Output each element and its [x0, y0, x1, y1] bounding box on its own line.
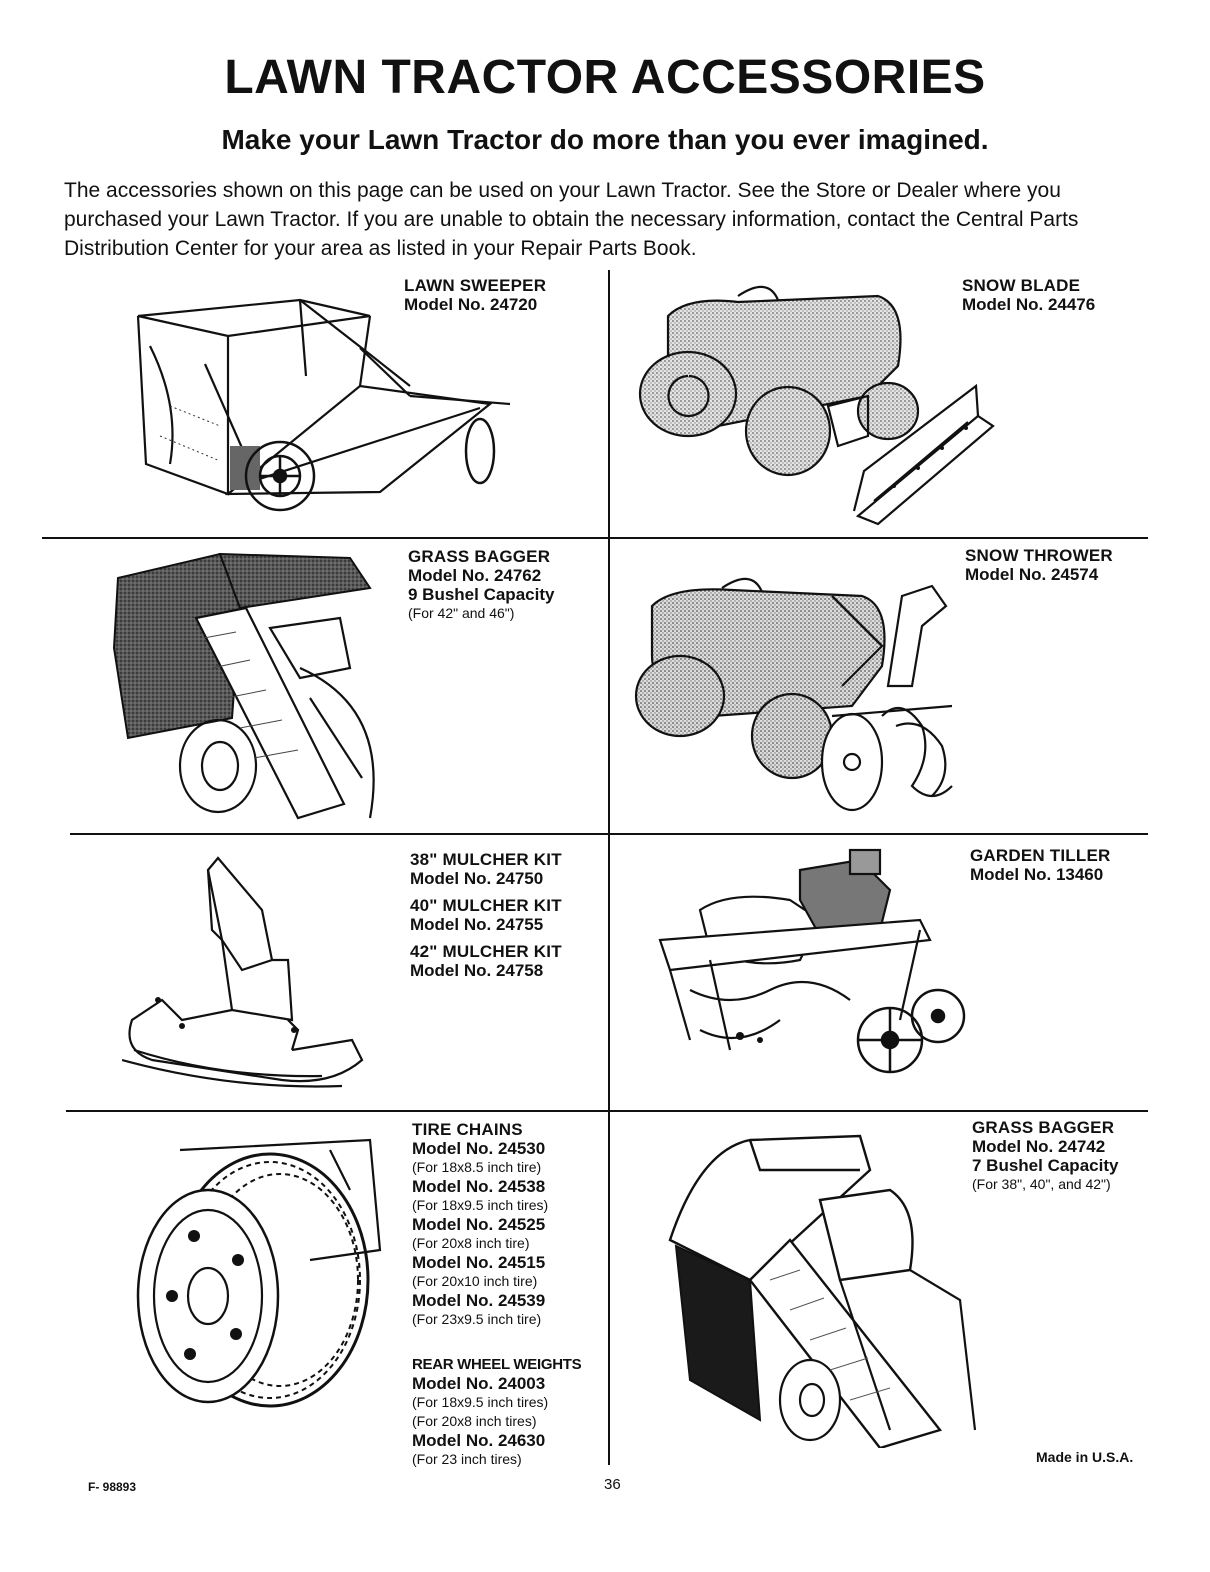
- mulcher-kit-labels: 38" MULCHER KIT Model No. 24750 40" MULC…: [410, 850, 562, 980]
- mulcher-40-model: Model No. 24755: [410, 915, 544, 934]
- mulcher-42-name: 42" MULCHER KIT: [410, 942, 562, 961]
- tire-chain-model-4: Model No. 24515: [412, 1253, 546, 1272]
- tire-chain-note-5: (For 23x9.5 inch tire): [412, 1311, 542, 1327]
- rear-wheel-weights-label: REAR WHEEL WEIGHTS Model No. 24003 (For …: [412, 1355, 582, 1469]
- rear-wheel-weights-name: REAR WHEEL WEIGHTS: [412, 1356, 582, 1373]
- grass-bagger-7-model: Model No. 24742: [972, 1137, 1106, 1156]
- grass-bagger-9-note: (For 42" and 46"): [408, 605, 515, 621]
- row-divider-1: [42, 537, 1148, 539]
- snow-thrower-label: SNOW THROWER Model No. 24574: [965, 546, 1113, 584]
- snow-thrower-illustration: [632, 566, 972, 822]
- garden-tiller-model: Model No. 13460: [970, 865, 1104, 884]
- garden-tiller-illustration: [650, 840, 970, 1100]
- grass-bagger-icon: [112, 552, 375, 820]
- snow-thrower-icon: [634, 577, 953, 812]
- tire-chain-note-2: (For 18x9.5 inch tires): [412, 1197, 549, 1213]
- grass-bagger-7-illustration: [640, 1130, 985, 1448]
- snow-blade-illustration: [628, 276, 998, 526]
- snow-blade-label: SNOW BLADE Model No. 24476: [962, 276, 1095, 314]
- made-in-usa: Made in U.S.A.: [1036, 1449, 1134, 1465]
- mulcher-42-model: Model No. 24758: [410, 961, 544, 980]
- page-title: LAWN TRACTOR ACCESSORIES: [224, 51, 986, 104]
- garden-tiller-name: GARDEN TILLER: [970, 846, 1111, 865]
- lawn-sweeper-icon: [136, 298, 511, 512]
- snow-thrower-model: Model No. 24574: [965, 565, 1099, 584]
- grass-bagger-7-label: GRASS BAGGER Model No. 24742 7 Bushel Ca…: [972, 1118, 1118, 1194]
- snow-blade-model: Model No. 24476: [962, 295, 1096, 314]
- lawn-sweeper-illustration: [110, 286, 520, 526]
- tire-chain-note-4: (For 20x10 inch tire): [412, 1273, 538, 1289]
- tire-chains-name: TIRE CHAINS: [412, 1120, 523, 1139]
- garden-tiller-label: GARDEN TILLER Model No. 13460: [970, 846, 1110, 884]
- rear-wheel-weights-model-a: Model No. 24003: [412, 1374, 546, 1393]
- lawn-sweeper-name: LAWN SWEEPER: [404, 276, 547, 295]
- tire-chain-model-5: Model No. 24539: [412, 1291, 546, 1310]
- center-vertical-divider: [608, 270, 610, 1465]
- page-number: 36: [604, 1476, 621, 1493]
- grass-bagger-7-capacity: 7 Bushel Capacity: [972, 1156, 1119, 1175]
- row-divider-3: [66, 1110, 1148, 1112]
- tire-chains-label: TIRE CHAINS Model No. 24530 (For 18x8.5 …: [412, 1120, 548, 1329]
- mulcher-38-name: 38" MULCHER KIT: [410, 850, 562, 869]
- mulcher-38-model: Model No. 24750: [410, 869, 544, 888]
- tire-chain-icon: [136, 1138, 382, 1408]
- garden-tiller-icon: [658, 848, 966, 1074]
- form-number: F- 98893: [88, 1480, 137, 1494]
- row-divider-2: [70, 833, 1148, 835]
- tire-chain-model-2: Model No. 24538: [412, 1177, 546, 1196]
- tire-chain-note-3: (For 20x8 inch tire): [412, 1235, 530, 1251]
- page-subtitle: Make your Lawn Tractor do more than you …: [221, 124, 989, 155]
- tire-chains-illustration: [110, 1130, 390, 1420]
- tire-chain-model-1: Model No. 24530: [412, 1139, 546, 1158]
- snow-blade-name: SNOW BLADE: [962, 276, 1081, 295]
- rear-wheel-weights-note-b: (For 23 inch tires): [412, 1451, 522, 1467]
- lawn-sweeper-model: Model No. 24720: [404, 295, 538, 314]
- snow-thrower-name: SNOW THROWER: [965, 546, 1113, 565]
- grass-bagger-9-model: Model No. 24762: [408, 566, 542, 585]
- snow-blade-icon: [638, 285, 995, 526]
- grass-bagger-9-name: GRASS BAGGER: [408, 547, 551, 566]
- grass-bagger-7-name: GRASS BAGGER: [972, 1118, 1115, 1137]
- grass-bagger-7-note: (For 38", 40", and 42"): [972, 1176, 1111, 1192]
- lawn-sweeper-label: LAWN SWEEPER Model No. 24720: [404, 276, 546, 314]
- grass-bagger-icon: [668, 1134, 977, 1448]
- tire-chain-note-1: (For 18x8.5 inch tire): [412, 1159, 542, 1175]
- rear-wheel-weights-note-a1: (For 18x9.5 inch tires): [412, 1394, 549, 1410]
- mulcher-40-name: 40" MULCHER KIT: [410, 896, 562, 915]
- grass-bagger-9-capacity: 9 Bushel Capacity: [408, 585, 555, 604]
- mulcher-kit-icon: [122, 856, 364, 1088]
- mulcher-kit-illustration: [122, 850, 384, 1090]
- tire-chain-model-3: Model No. 24525: [412, 1215, 546, 1234]
- rear-wheel-weights-note-a2: (For 20x8 inch tires): [412, 1413, 537, 1429]
- grass-bagger-9-label: GRASS BAGGER Model No. 24762 9 Bushel Ca…: [408, 547, 554, 623]
- rear-wheel-weights-model-b: Model No. 24630: [412, 1431, 546, 1450]
- intro-paragraph: The accessories shown on this page can b…: [64, 179, 1079, 260]
- grass-bagger-9-illustration: [100, 548, 396, 824]
